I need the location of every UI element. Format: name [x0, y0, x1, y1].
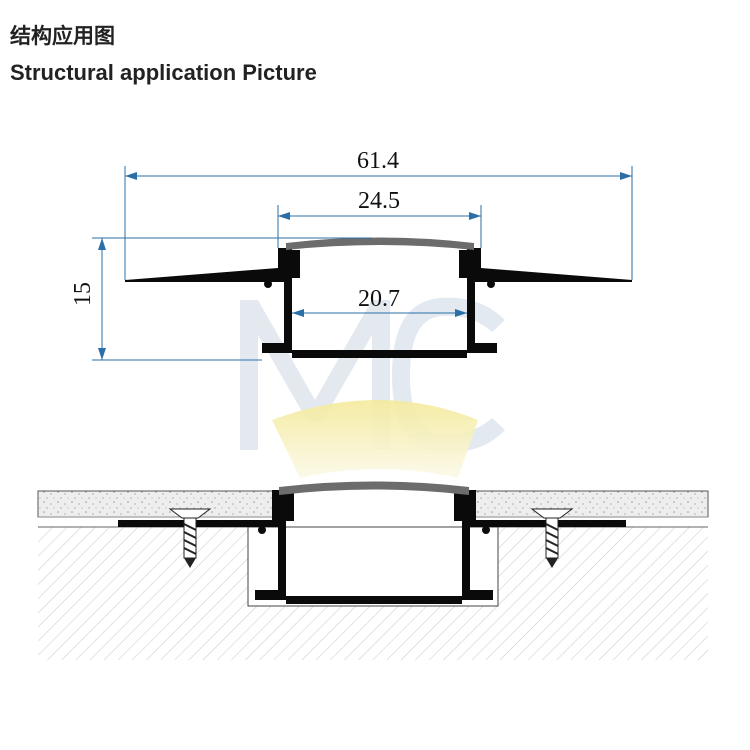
dimension-arrows	[98, 172, 632, 360]
light-glow	[272, 400, 478, 478]
title-english: Structural application Picture	[10, 60, 317, 85]
dim-height: 15	[70, 282, 96, 306]
screw-right-icon	[530, 508, 574, 568]
dim-overall-width: 61.4	[357, 148, 399, 174]
diffuser-cover	[286, 237, 474, 250]
title-chinese: 结构应用图	[10, 24, 115, 48]
dim-inner-width: 20.7	[358, 286, 400, 312]
installation-section	[37, 481, 709, 660]
watermark-logo	[240, 297, 505, 453]
dim-cover-width: 24.5	[358, 188, 400, 214]
profile-top-view	[125, 237, 632, 358]
screw-left-icon	[168, 508, 212, 568]
dimension-lines	[92, 166, 633, 361]
